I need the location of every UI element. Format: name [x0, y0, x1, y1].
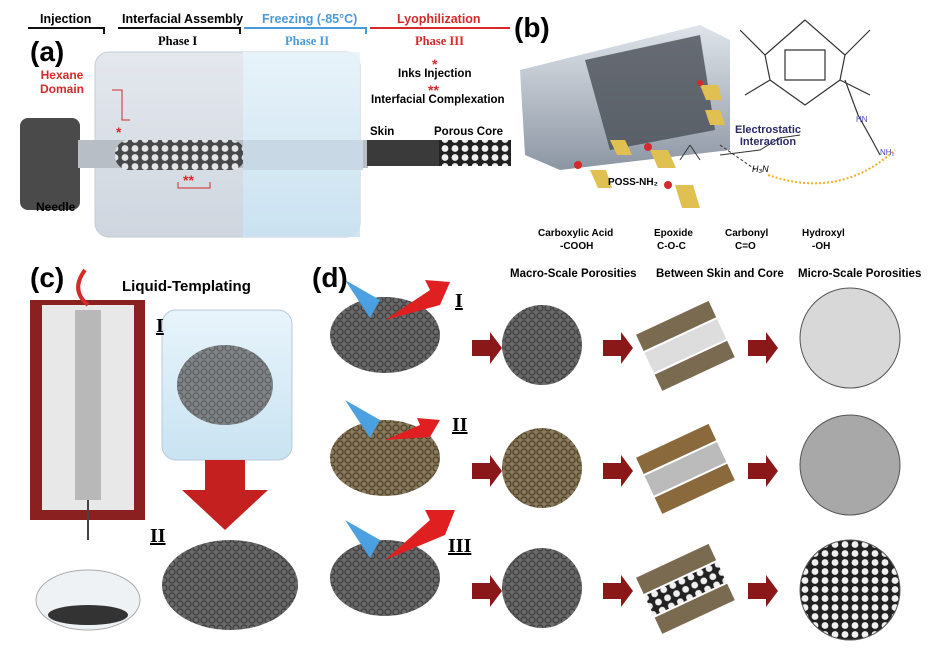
frozen-fiber [243, 140, 363, 170]
inks-injection-label: Inks Injection [398, 68, 472, 80]
fiber-network [162, 540, 298, 630]
poss-nh2-label: POSS-NH₂ [608, 177, 659, 188]
stage-i-label: I [156, 315, 164, 337]
legend-star1: * [432, 56, 438, 72]
legend-carbonyl: Carbonyl [725, 228, 769, 239]
porous-core-segment [439, 140, 511, 166]
stage-lyophilization: Lyophilization [397, 12, 481, 26]
legend-star2: ** [428, 82, 439, 98]
panel-a-label: (a) [30, 36, 65, 67]
legend-epoxide-formula: C-O-C [657, 241, 686, 252]
phase-3: Phase III [415, 34, 464, 48]
poss-molecules [590, 85, 725, 208]
assembled-fiber [115, 140, 245, 170]
legend-epoxide: Epoxide [654, 228, 693, 239]
panel-d-rows [330, 280, 901, 641]
legend-hydroxyl: Hydroxyl [802, 228, 845, 239]
row-ii-label: II [452, 414, 468, 436]
syringe-barrel [75, 310, 101, 500]
hexane-domain-label: Hexane Domain [39, 68, 84, 96]
stage-ii-label: II [150, 525, 166, 547]
stage-injection: Injection [40, 12, 92, 26]
legend-hydroxyl-formula: -OH [812, 241, 831, 252]
row-iii-label: III [448, 535, 472, 557]
phase-2: Phase II [285, 34, 330, 48]
panel-c-label: (c) [30, 262, 65, 293]
stage-interfacial-assembly: Interfacial Assembly [122, 12, 244, 26]
skin-segment [367, 140, 439, 166]
star-complex: ** [183, 172, 194, 188]
stage-freezing: Freezing (-85°C) [262, 12, 358, 26]
legend-carboxylic: Carboxylic Acid [538, 228, 614, 239]
down-arrow [182, 460, 268, 530]
stage-brackets [28, 27, 510, 34]
column-macro: Macro-Scale Porosities [510, 268, 637, 280]
phase-1: Phase I [158, 34, 198, 48]
poss-structure [739, 19, 881, 156]
hn-label: HN [856, 115, 868, 124]
h3n-label: H₃N [752, 164, 769, 174]
nh2-label: NH₂ [880, 148, 895, 157]
skin-label: Skin [370, 126, 395, 138]
liquid-templating-title: Liquid-Templating [122, 278, 251, 295]
column-micro: Micro-Scale Porosities [798, 268, 922, 280]
column-skin-core: Between Skin and Core [656, 268, 784, 280]
needle-hub [20, 118, 80, 210]
legend-carboxylic-formula: -COOH [560, 241, 594, 252]
legend-carbonyl-formula: C=O [735, 241, 756, 252]
electrostatic-label: Electrostatic Interaction [734, 124, 802, 148]
panel-d-label: (d) [312, 262, 348, 293]
interfacial-complexation-label: Interfacial Complexation [371, 94, 505, 106]
panel-b-label: (b) [514, 12, 550, 43]
needle-label: Needle [36, 200, 76, 214]
interaction-arrow [767, 149, 896, 185]
porous-core-label: Porous Core [434, 126, 504, 138]
star-inks: * [116, 124, 122, 140]
hexane-pointer [112, 89, 130, 121]
tube-line [76, 268, 90, 307]
row-i-label: I [455, 290, 463, 312]
